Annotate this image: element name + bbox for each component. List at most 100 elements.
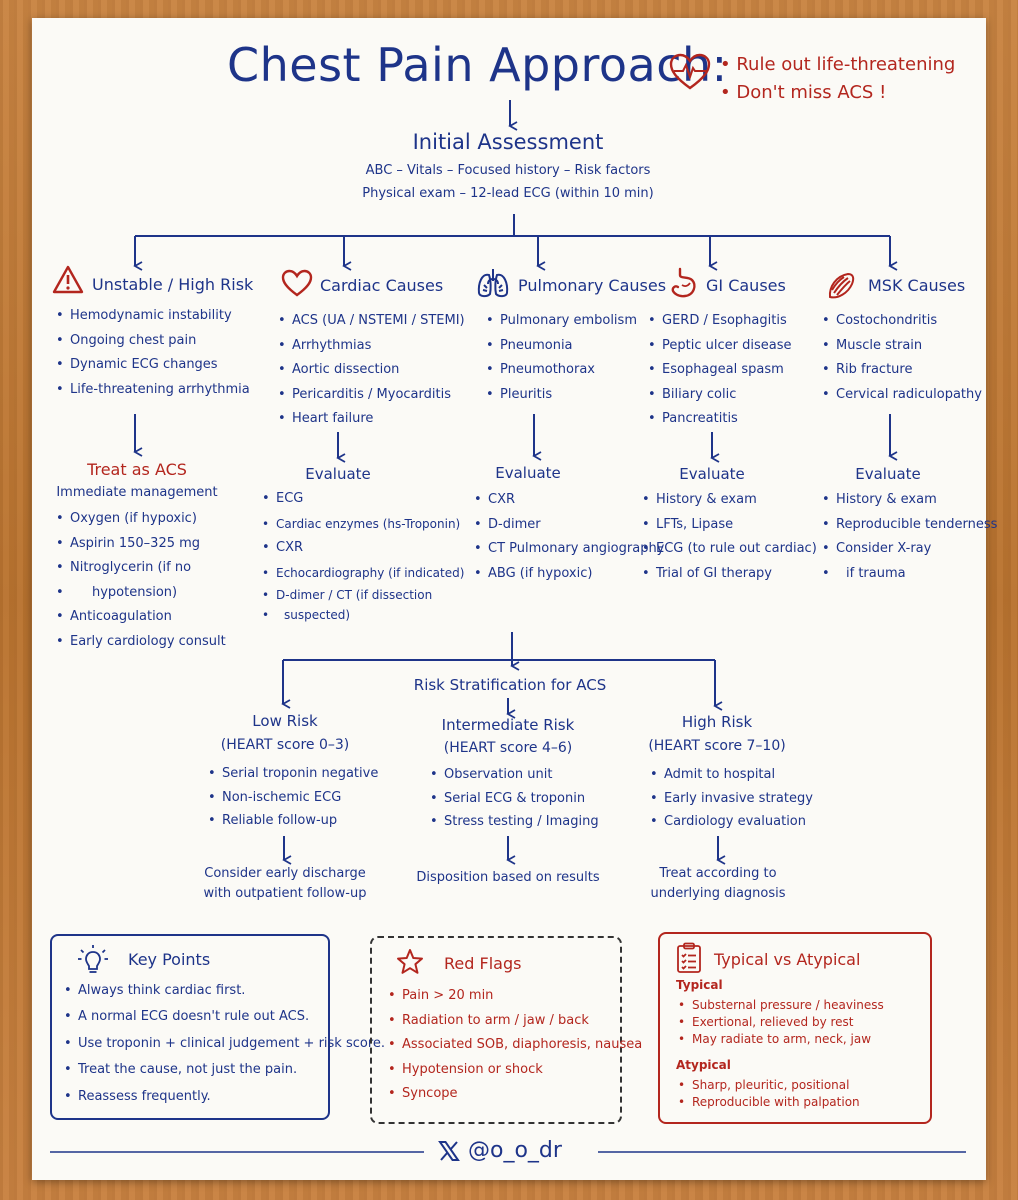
list-item: History & exam (822, 488, 997, 513)
list-item: Ongoing chest pain (56, 329, 250, 354)
list-item: Associated SOB, diaphoresis, nausea (388, 1033, 642, 1058)
atypical-features-list: Sharp, pleuritic, positional Reproducibl… (678, 1077, 860, 1111)
list-item: Aortic dissection (278, 358, 465, 383)
list-item: Hypotension or shock (388, 1058, 642, 1083)
column-heading-pulmonary: Pulmonary Causes (518, 276, 667, 295)
list-item: May radiate to arm, neck, jaw (678, 1031, 884, 1048)
list-item: CXR (474, 488, 664, 513)
gi-causes-list: GERD / Esophagitis Peptic ulcer disease … (648, 309, 791, 432)
list-item: Stress testing / Imaging (430, 810, 599, 834)
list-item: CT Pulmonary angiography (474, 537, 664, 562)
low-risk-score: (HEART score 0–3) (220, 737, 350, 753)
msk-evaluate-heading: Evaluate (855, 465, 921, 483)
cardiac-evaluate-heading: Evaluate (305, 465, 371, 483)
list-item: Dynamic ECG changes (56, 353, 250, 378)
initial-assessment-heading: Initial Assessment (412, 130, 604, 154)
list-item: Arrhythmias (278, 334, 465, 359)
lungs-icon (477, 269, 509, 298)
list-item-continuation: suspected) (262, 605, 464, 625)
list-item: Pain > 20 min (388, 984, 642, 1009)
list-item: Substernal pressure / heaviness (678, 997, 884, 1014)
key-points-heading: Key Points (128, 950, 211, 969)
list-item: Non-ischemic ECG (208, 786, 378, 810)
clipboard-icon (677, 942, 701, 973)
list-item: Exertional, relieved by rest (678, 1014, 884, 1031)
stomach-icon (671, 267, 696, 298)
list-item-continuation: hypotension) (56, 581, 226, 606)
unstable-criteria-list: Hemodynamic instability Ongoing chest pa… (56, 304, 250, 402)
low-risk-list: Serial troponin negative Non-ischemic EC… (208, 762, 378, 833)
list-item: Reproducible tenderness (822, 513, 997, 538)
list-item: Pleuritis (486, 383, 637, 408)
x-logo-icon (438, 1141, 460, 1161)
pulmonary-evaluation-list: CXR D-dimer CT Pulmonary angiography ABG… (474, 488, 664, 586)
list-item: CXR (262, 536, 464, 561)
list-item: D-dimer / CT (if dissection (262, 585, 464, 605)
high-risk-score: (HEART score 7–10) (648, 738, 786, 754)
list-item: Trial of GI therapy (642, 562, 817, 587)
high-risk-outcome-line-2: underlying diagnosis (650, 886, 786, 901)
list-item: Early invasive strategy (650, 787, 813, 811)
gi-evaluation-list: History & exam LFTs, Lipase ECG (to rule… (642, 488, 817, 586)
list-item: History & exam (642, 488, 817, 513)
list-item: Rib fracture (822, 358, 982, 383)
footer-handle: @o_o_dr (468, 1138, 562, 1163)
list-item-continuation: if trauma (822, 562, 997, 587)
acs-management-list: Oxygen (if hypoxic) Aspirin 150–325 mg N… (56, 507, 226, 655)
low-risk-heading: Low Risk (252, 712, 318, 730)
list-item: Reassess frequently. (64, 1084, 385, 1111)
list-item: Life-threatening arrhythmia (56, 378, 250, 403)
lightbulb-icon (78, 945, 108, 973)
high-risk-list: Admit to hospital Early invasive strateg… (650, 763, 813, 834)
list-item: Admit to hospital (650, 763, 813, 787)
list-item: ECG (to rule out cardiac) (642, 537, 817, 562)
heart-icon (281, 269, 313, 297)
typical-atypical-heading: Typical vs Atypical (714, 950, 861, 969)
immediate-management-label: Immediate management (56, 485, 218, 500)
goal-2: • Don't miss ACS ! (720, 82, 887, 103)
list-item: Esophageal spasm (648, 358, 791, 383)
list-item: Radiation to arm / jaw / back (388, 1009, 642, 1034)
list-item: Pulmonary embolism (486, 309, 637, 334)
list-item: Aspirin 150–325 mg (56, 532, 226, 557)
typical-atypical-box (658, 932, 932, 1124)
msk-causes-list: Costochondritis Muscle strain Rib fractu… (822, 309, 982, 407)
pulmonary-causes-list: Pulmonary embolism Pneumonia Pneumothora… (486, 309, 637, 407)
list-item: Always think cardiac first. (64, 978, 385, 1005)
list-item: Pericarditis / Myocarditis (278, 383, 465, 408)
typical-features-list: Substernal pressure / heaviness Exertion… (678, 997, 884, 1048)
list-item: Reproducible with palpation (678, 1094, 860, 1111)
paper-sheet: Chest Pain Approach: • Rule out life-thr… (32, 18, 997, 1180)
star-icon (397, 949, 423, 974)
list-item: Pneumothorax (486, 358, 637, 383)
column-heading-cardiac: Cardiac Causes (320, 276, 444, 295)
list-item: Hemodynamic instability (56, 304, 250, 329)
column-heading-unstable: Unstable / High Risk (92, 275, 254, 294)
list-item: Use troponin + clinical judgement + risk… (64, 1031, 385, 1058)
atypical-label: Atypical (676, 1058, 731, 1072)
warning-icon (52, 265, 84, 294)
pulmonary-evaluate-heading: Evaluate (495, 464, 561, 482)
low-risk-outcome-line-1: Consider early discharge (204, 866, 366, 881)
list-item: Pancreatitis (648, 407, 791, 432)
muscle-icon (828, 272, 855, 299)
intermediate-risk-score: (HEART score 4–6) (443, 740, 573, 756)
goal-1: • Rule out life-threatening (720, 54, 956, 75)
list-item: Peptic ulcer disease (648, 334, 791, 359)
cardiac-causes-list: ACS (UA / NSTEMI / STEMI) Arrhythmias Ao… (278, 309, 465, 432)
intermediate-risk-outcome: Disposition based on results (416, 870, 600, 885)
cardiac-evaluation-list: ECG Cardiac enzymes (hs-Troponin) CXR Ec… (262, 487, 464, 625)
list-item: Costochondritis (822, 309, 982, 334)
page-title: Chest Pain Approach: (227, 38, 728, 92)
intermediate-risk-list: Observation unit Serial ECG & troponin S… (430, 763, 599, 834)
list-item: A normal ECG doesn't rule out ACS. (64, 1004, 385, 1031)
list-item: Serial ECG & troponin (430, 787, 599, 811)
treat-as-acs-heading: Treat as ACS (87, 460, 187, 479)
red-flags-list: Pain > 20 min Radiation to arm / jaw / b… (388, 984, 642, 1107)
list-item: LFTs, Lipase (642, 513, 817, 538)
heart-pulse-icon (669, 53, 711, 90)
list-item: Heart failure (278, 407, 465, 432)
list-item: Syncope (388, 1082, 642, 1107)
column-heading-msk: MSK Causes (868, 276, 966, 295)
gi-evaluate-heading: Evaluate (679, 465, 745, 483)
